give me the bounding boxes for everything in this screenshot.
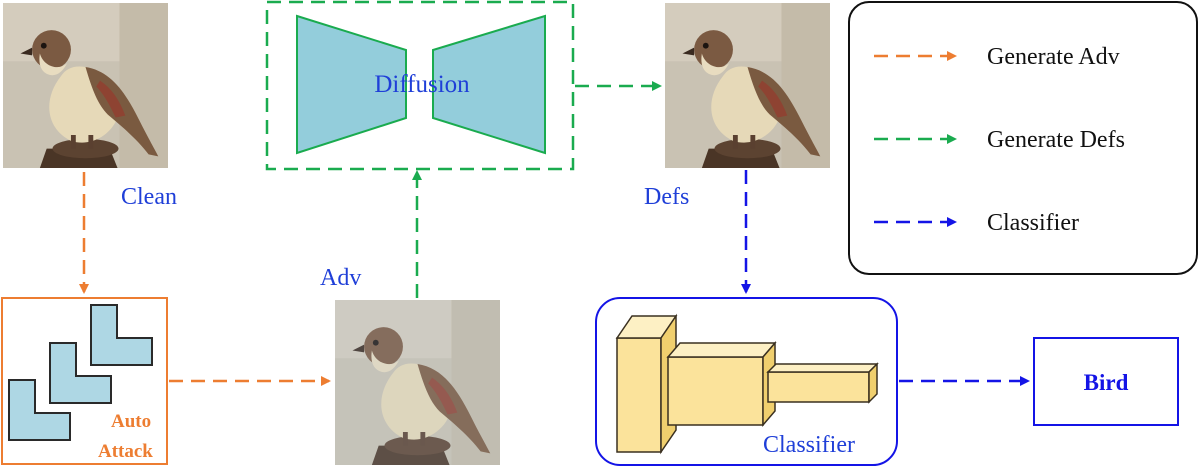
output-label: Bird <box>1084 370 1129 395</box>
clean-image <box>3 3 168 168</box>
legend-item-label: Generate Adv <box>987 44 1120 70</box>
cube-small <box>768 364 877 402</box>
auto-attack-label-line1: Auto <box>111 411 151 432</box>
cube-large <box>617 316 676 452</box>
defs-image <box>665 3 830 168</box>
legend-item-label: Classifier <box>987 210 1079 236</box>
cube-medium <box>668 343 775 425</box>
output-block: Bird <box>1034 338 1178 425</box>
clean-label: Clean <box>121 184 177 210</box>
auto-attack-block: Auto Attack <box>2 298 167 464</box>
diffusion-label: Diffusion <box>374 71 470 98</box>
legend-item-label: Generate Defs <box>987 127 1125 153</box>
classifier-label: Classifier <box>763 432 855 458</box>
adv-image <box>335 300 500 465</box>
auto-attack-label-line2: Attack <box>98 441 153 462</box>
classifier-block: Classifier <box>596 298 897 465</box>
defs-label: Defs <box>644 184 689 210</box>
diffusion-block: Diffusion <box>267 2 573 169</box>
adv-label: Adv <box>320 265 361 291</box>
legend: Generate Adv Generate Defs Classifier <box>849 2 1197 274</box>
